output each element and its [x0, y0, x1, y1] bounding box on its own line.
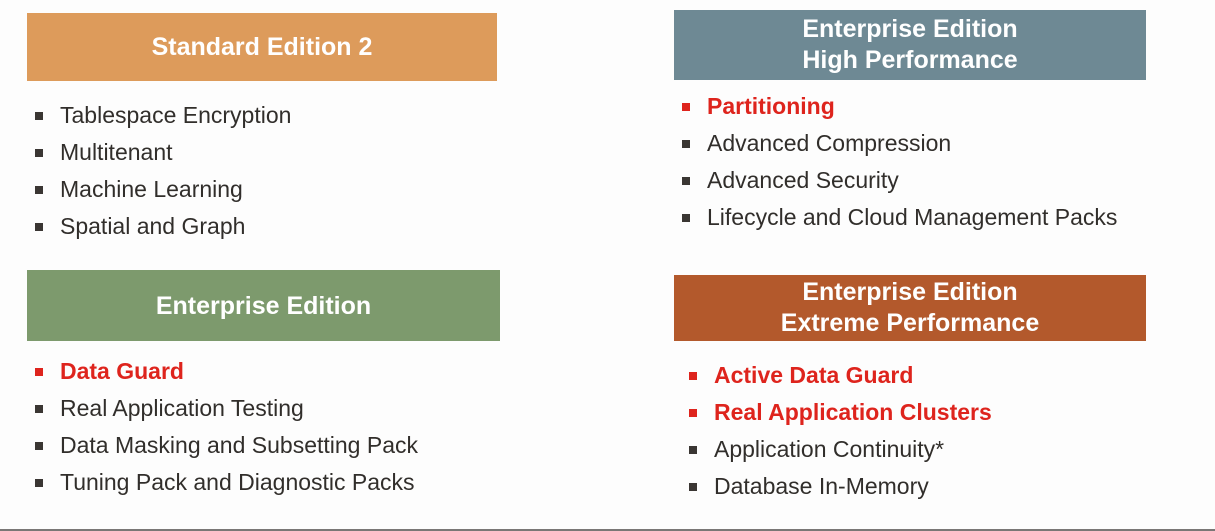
square-bullet-icon	[35, 148, 43, 157]
feature-label: Lifecycle and Cloud Management Packs	[707, 204, 1118, 230]
feature-label: Spatial and Graph	[60, 213, 246, 239]
panel-title-line-1: Enterprise Edition	[802, 15, 1018, 43]
feature-item: Database In-Memory	[674, 468, 1146, 505]
square-bullet-icon	[689, 482, 697, 491]
feature-label: Real Application Testing	[60, 395, 304, 421]
feature-label: Application Continuity*	[714, 436, 945, 462]
square-bullet-icon	[35, 111, 43, 120]
feature-list-enterprise-edition-extreme-performance: Active Data Guard Real Application Clust…	[674, 357, 1146, 505]
feature-item: Tablespace Encryption	[27, 97, 497, 134]
square-bullet-icon	[35, 367, 43, 376]
feature-list-standard-edition-2: Tablespace Encryption Multitenant Machin…	[27, 97, 497, 245]
feature-item: Advanced Security	[674, 162, 1146, 199]
feature-item-highlighted: Active Data Guard	[674, 357, 1146, 394]
panel-title: Enterprise Edition	[155, 291, 372, 320]
feature-label: Tablespace Encryption	[60, 102, 292, 128]
panel-header-enterprise-edition-high-performance: Enterprise Edition High Performance	[674, 10, 1146, 80]
feature-item: Tuning Pack and Diagnostic Packs	[27, 464, 500, 501]
square-bullet-icon	[689, 445, 697, 454]
panel-title: Standard Edition 2	[151, 33, 373, 61]
feature-label: Data Guard	[60, 358, 184, 384]
square-bullet-icon	[689, 371, 697, 380]
feature-item: Multitenant	[27, 134, 497, 171]
feature-item: Real Application Testing	[27, 390, 500, 427]
square-bullet-icon	[35, 404, 43, 413]
panel-header-standard-edition-2: Standard Edition 2	[27, 13, 497, 81]
panel-standard-edition-2: Standard Edition 2 Tablespace Encryption…	[27, 13, 497, 245]
square-bullet-icon	[682, 139, 690, 148]
feature-item-highlighted: Data Guard	[27, 353, 500, 390]
feature-label: Data Masking and Subsetting Pack	[60, 432, 418, 458]
feature-label: Database In-Memory	[714, 473, 929, 499]
feature-list-enterprise-edition: Data Guard Real Application Testing Data…	[27, 353, 500, 501]
feature-label: Tuning Pack and Diagnostic Packs	[60, 469, 415, 495]
square-bullet-icon	[35, 185, 43, 194]
feature-item: Machine Learning	[27, 171, 497, 208]
square-bullet-icon	[35, 441, 43, 450]
feature-item: Application Continuity*	[674, 431, 1146, 468]
panel-title-line-2: High Performance	[802, 46, 1018, 74]
feature-item: Data Masking and Subsetting Pack	[27, 427, 500, 464]
feature-label: Active Data Guard	[714, 362, 914, 388]
square-bullet-icon	[682, 213, 690, 222]
feature-label: Multitenant	[60, 139, 173, 165]
feature-item: Spatial and Graph	[27, 208, 497, 245]
panel-enterprise-edition-extreme-performance: Enterprise Edition Extreme Performance A…	[674, 275, 1146, 505]
feature-item: Lifecycle and Cloud Management Packs	[674, 199, 1146, 236]
panel-header-enterprise-edition-extreme-performance: Enterprise Edition Extreme Performance	[674, 275, 1146, 341]
square-bullet-icon	[682, 102, 690, 111]
feature-item-highlighted: Real Application Clusters	[674, 394, 1146, 431]
feature-item-highlighted: Partitioning	[674, 88, 1146, 125]
square-bullet-icon	[35, 478, 43, 487]
square-bullet-icon	[35, 222, 43, 231]
feature-label: Partitioning	[707, 93, 835, 119]
panel-enterprise-edition-high-performance: Enterprise Edition High Performance Part…	[674, 10, 1146, 236]
panel-title-line-2: Extreme Performance	[780, 309, 1040, 337]
panel-title-line-1: Enterprise Edition	[802, 278, 1018, 306]
feature-item: Advanced Compression	[674, 125, 1146, 162]
feature-label: Advanced Security	[707, 167, 899, 193]
feature-label: Advanced Compression	[707, 130, 952, 156]
feature-list-enterprise-edition-high-performance: Partitioning Advanced Compression Advanc…	[674, 88, 1146, 236]
video-frame-bottom-edge	[0, 529, 1215, 531]
square-bullet-icon	[689, 408, 697, 417]
feature-label: Real Application Clusters	[714, 399, 992, 425]
feature-label: Machine Learning	[60, 176, 243, 202]
square-bullet-icon	[682, 176, 690, 185]
panel-enterprise-edition: Enterprise Edition Data Guard Real Appli…	[27, 270, 500, 501]
panel-header-enterprise-edition: Enterprise Edition	[27, 270, 500, 341]
